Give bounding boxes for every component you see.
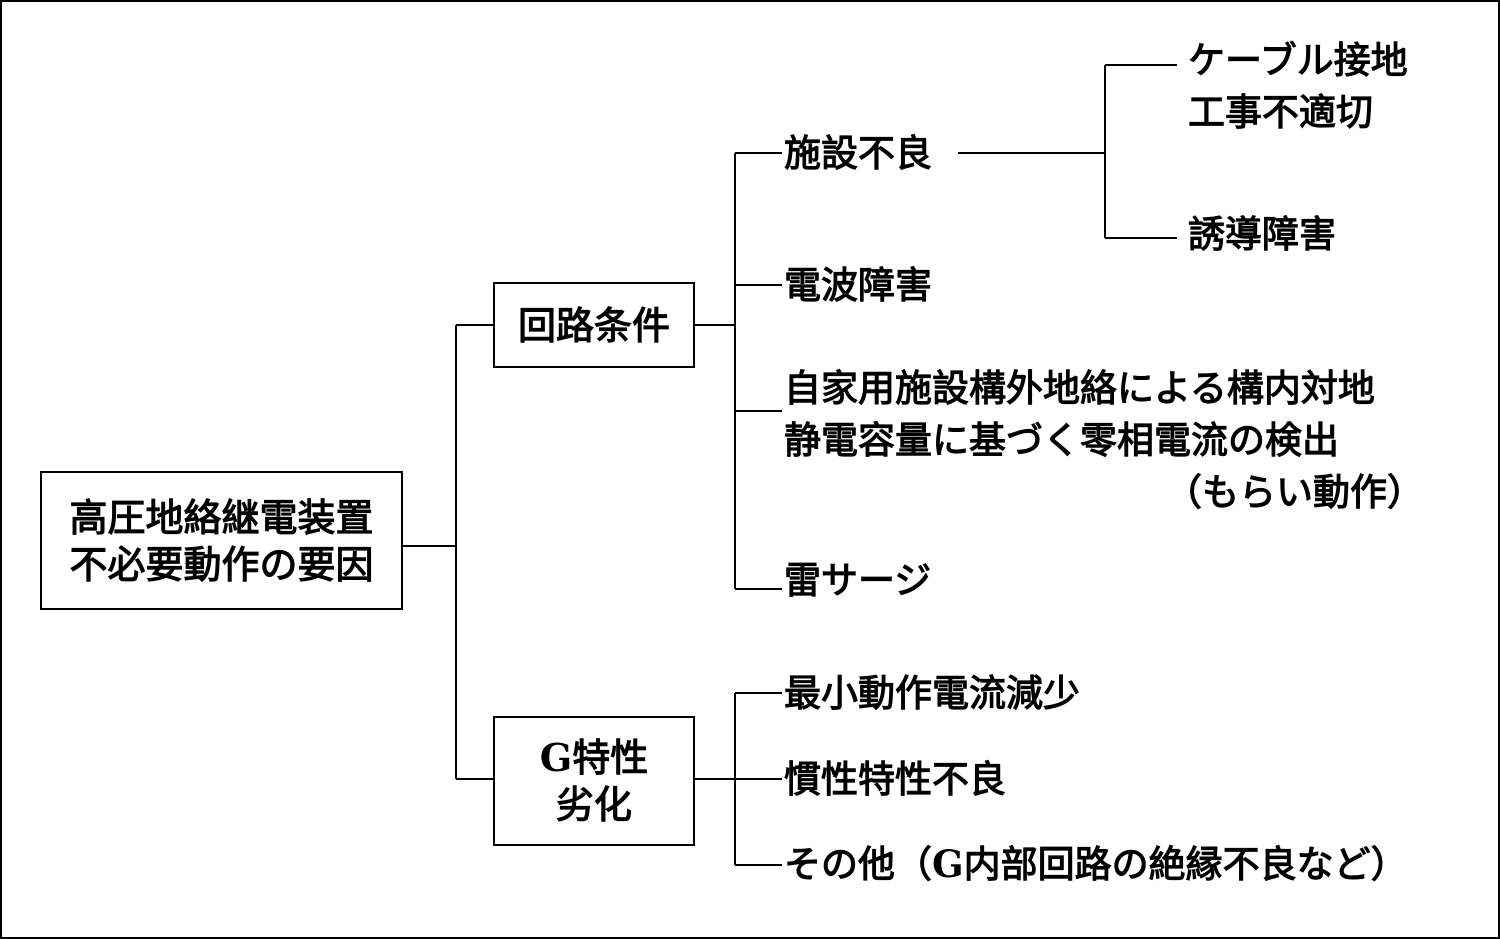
item-lightning-surge-label: 雷サージ (784, 558, 932, 602)
item-radio-interference: 電波障害 (784, 259, 932, 311)
subitem-induction-interference-label: 誘導障害 (1188, 212, 1336, 256)
item-other: その他（G内部回路の絶縁不良など） (784, 838, 1408, 890)
category-g-line-2: 劣化 (555, 782, 632, 827)
item-facility-defect: 施設不良 (784, 127, 932, 179)
subitem-cable-grounding: ケーブル接地 工事不適切 (1188, 34, 1408, 138)
category-circuit-label: 回路条件 (517, 302, 670, 348)
item-inertia-defect-label: 慣性特性不良 (784, 757, 1006, 801)
root-line-1: 高圧地絡継電装置 (69, 494, 374, 540)
item-lightning-surge: 雷サージ (784, 554, 931, 606)
item-external-ground-fault-line-2: 静電容量に基づく零相電流の検出 (784, 418, 1339, 462)
item-external-ground-fault-note-label: （もらい動作） (1165, 470, 1424, 514)
subitem-cable-grounding-line-1: ケーブル接地 (1188, 38, 1408, 82)
root-line-2: 不必要動作の要因 (69, 541, 374, 587)
category-g-line-1: G特性 (539, 735, 649, 780)
item-external-ground-fault-note: （もらい動作） (1165, 466, 1424, 518)
root-box: 高圧地絡継電装置 不必要動作の要因 (40, 471, 403, 610)
item-facility-defect-label: 施設不良 (784, 131, 932, 175)
item-radio-interference-label: 電波障害 (784, 263, 932, 307)
category-box-circuit: 回路条件 (493, 282, 695, 368)
item-external-ground-fault: 自家用施設構外地絡による構内対地 静電容量に基づく零相電流の検出 (784, 362, 1375, 466)
item-min-current-decrease: 最小動作電流減少 (784, 667, 1080, 719)
item-min-current-decrease-label: 最小動作電流減少 (784, 671, 1080, 715)
subitem-induction-interference: 誘導障害 (1188, 208, 1336, 260)
category-box-g-characteristic: G特性 劣化 (493, 716, 695, 846)
item-external-ground-fault-line-1: 自家用施設構外地絡による構内対地 (784, 366, 1375, 410)
subitem-cable-grounding-line-2: 工事不適切 (1188, 90, 1373, 134)
item-other-label: その他（G内部回路の絶縁不良など） (784, 842, 1408, 886)
item-inertia-defect: 慣性特性不良 (784, 753, 1006, 805)
